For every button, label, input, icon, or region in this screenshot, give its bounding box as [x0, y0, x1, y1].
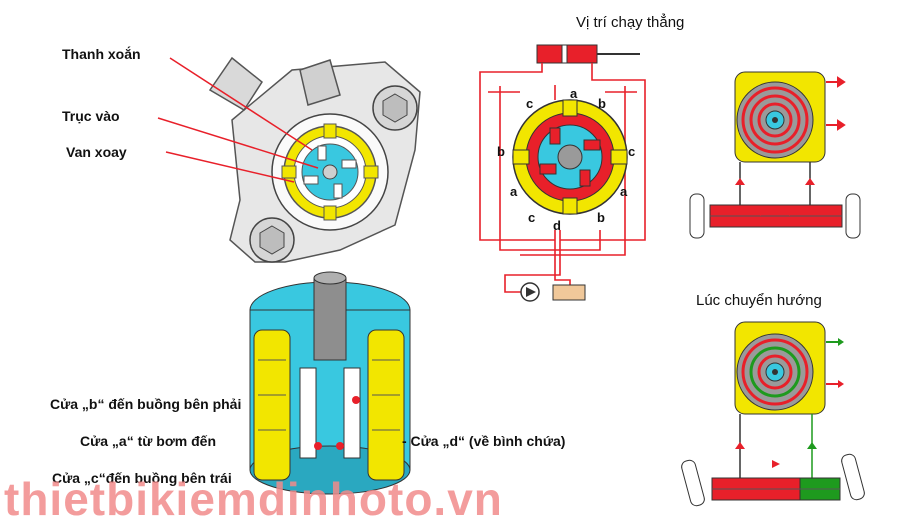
label-port-b: Cửa „b“ đến buồng bên phải — [50, 396, 242, 412]
valve-housing-illustration — [208, 56, 421, 263]
port-letter: c — [628, 144, 635, 159]
rotary-valve-cutaway — [249, 271, 411, 495]
port-letter: a — [620, 184, 628, 199]
port-letters: c a b b c a a c d b — [497, 86, 635, 233]
steering-gear-straight — [689, 71, 861, 239]
label-van-xoay: Van xoay — [66, 144, 127, 160]
port-letter: b — [598, 96, 606, 111]
title-turning-position: Lúc chuyển hướng — [696, 292, 822, 309]
port-letter: a — [510, 184, 518, 199]
label-thanh-xoan: Thanh xoắn — [62, 46, 141, 62]
straight-position-diagram — [479, 44, 646, 302]
port-letter: c — [528, 210, 535, 225]
port-letter: c — [526, 96, 533, 111]
port-letter: b — [497, 144, 505, 159]
label-truc-vao: Trục vào — [62, 108, 120, 124]
watermark-text: thietbikiemdinhoto.vn — [4, 473, 503, 525]
steering-gear-turning — [681, 321, 865, 507]
label-port-c: Cửa „c“đến buồng bên trái — [52, 470, 232, 486]
label-port-d: - Cửa „d“ (về bình chứa) — [402, 433, 566, 449]
leader-lines — [157, 57, 319, 183]
port-letter: b — [597, 210, 605, 225]
port-letter: d — [553, 218, 561, 233]
port-letter: a — [570, 86, 578, 101]
label-port-a: Cửa „a“ từ bơm đến — [80, 433, 217, 449]
title-straight-position: Vị trí chạy thẳng — [576, 14, 685, 31]
